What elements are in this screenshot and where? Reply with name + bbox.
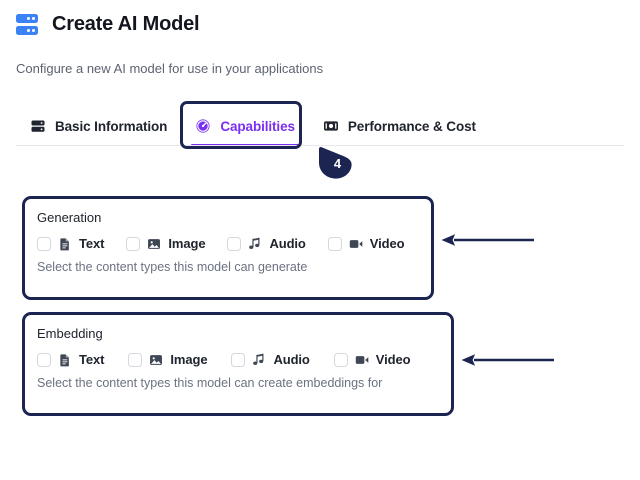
section-help-text: Select the content types this model can … [37, 260, 308, 274]
gauge-icon [196, 119, 210, 133]
annotation-arrow-embedding [460, 351, 556, 369]
option-label: Text [79, 236, 105, 251]
arrow-left-icon [461, 354, 554, 366]
server-icon-bar-top [16, 13, 38, 23]
tab-bar: Basic Information Capabilities Performan… [16, 108, 624, 146]
option-label: Video [369, 236, 405, 251]
generation-section: Generation Text [22, 196, 434, 300]
video-camera-icon [355, 355, 369, 364]
image-icon [150, 354, 163, 365]
video-camera-icon [349, 239, 363, 248]
music-note-icon [253, 353, 264, 365]
option-label: Text [79, 352, 105, 367]
embedding-section: Embedding Text [22, 312, 454, 416]
checkbox[interactable] [126, 236, 141, 251]
music-note-icon [249, 237, 260, 249]
generation-option-video[interactable]: Video [327, 236, 405, 251]
document-icon [60, 353, 69, 366]
image-icon [148, 238, 161, 249]
checkbox[interactable] [327, 236, 342, 251]
section-title: Embedding [37, 326, 103, 341]
banknote-icon [323, 121, 338, 131]
tab-label: Performance & Cost [347, 118, 476, 134]
tabs-divider [16, 145, 624, 146]
tab-label: Capabilities [220, 118, 295, 134]
embedding-option-image[interactable]: Image [128, 352, 208, 367]
embedding-option-video[interactable]: Video [333, 352, 411, 367]
checkbox[interactable] [333, 352, 348, 367]
document-icon [60, 237, 69, 250]
option-label: Audio [269, 236, 306, 251]
option-label: Image [170, 352, 208, 367]
page-subtitle: Configure a new AI model for use in your… [16, 61, 324, 76]
embedding-option-audio[interactable]: Audio [231, 352, 310, 367]
step-marker-pin: 4 [316, 146, 354, 180]
checkbox[interactable] [37, 236, 51, 251]
option-label: Image [168, 236, 206, 251]
checkbox[interactable] [37, 352, 51, 367]
annotation-arrow-generation [440, 231, 536, 249]
server-icon [16, 12, 40, 36]
server-icon [31, 120, 45, 132]
page-title: Create AI Model [52, 13, 200, 35]
generation-option-text[interactable]: Text [37, 236, 104, 251]
tab-capabilities[interactable]: Capabilities [181, 108, 309, 146]
generation-option-image[interactable]: Image [126, 236, 206, 251]
tab-performance-cost[interactable]: Performance & Cost [309, 108, 490, 144]
section-help-text: Select the content types this model can … [37, 376, 383, 390]
section-title: Generation [37, 210, 102, 225]
checkbox[interactable] [231, 352, 246, 367]
generation-option-audio[interactable]: Audio [227, 236, 306, 251]
tab-basic-information[interactable]: Basic Information [16, 108, 181, 144]
arrow-left-icon [441, 234, 534, 246]
generation-options-row: Text Image A [37, 236, 419, 251]
teardrop-pin-icon [319, 147, 352, 179]
embedding-option-text[interactable]: Text [37, 352, 104, 367]
tab-label: Basic Information [55, 118, 168, 134]
server-icon-bar-bottom [16, 25, 38, 35]
option-label: Video [375, 352, 411, 367]
checkbox[interactable] [227, 236, 242, 251]
page-header: Create AI Model [16, 12, 200, 36]
option-label: Audio [273, 352, 310, 367]
checkbox[interactable] [128, 352, 143, 367]
embedding-options-row: Text Image A [37, 352, 439, 367]
step-marker-label: 4 [333, 155, 342, 171]
